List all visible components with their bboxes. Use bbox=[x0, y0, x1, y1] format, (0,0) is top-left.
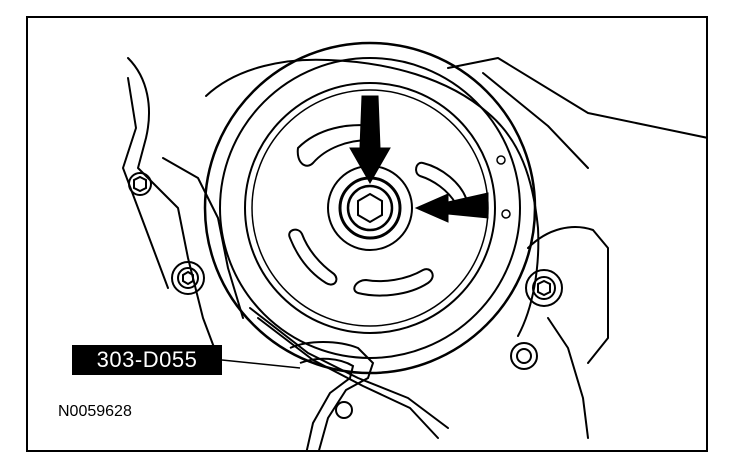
bolt-left-middle bbox=[171, 261, 205, 295]
tool-callout-label: 303-D055 bbox=[72, 345, 222, 375]
illustration-frame: 303-D055 N0059628 bbox=[26, 16, 708, 452]
bolt-left-upper bbox=[128, 172, 152, 196]
engine-cover-outline-upper bbox=[447, 57, 706, 139]
pulley-slot-left bbox=[288, 228, 338, 286]
drive-belt bbox=[249, 307, 449, 429]
pulley-illustration bbox=[122, 41, 706, 450]
right-housing-outline bbox=[527, 226, 609, 364]
pulley-groove bbox=[219, 57, 521, 359]
timing-mark-2 bbox=[501, 209, 511, 219]
holding-tool bbox=[289, 341, 375, 450]
figure-number: N0059628 bbox=[58, 403, 132, 420]
pulley-inner-ring bbox=[244, 82, 496, 334]
left-bracket-outline bbox=[127, 57, 219, 359]
arrow-horizontal bbox=[414, 192, 489, 223]
crankshaft-bolt bbox=[357, 192, 383, 224]
hub-bolt-flange bbox=[346, 184, 394, 232]
bolt-right bbox=[525, 269, 563, 307]
left-bracket-inner bbox=[162, 157, 244, 319]
right-housing-edge bbox=[547, 317, 589, 439]
callout-leader-line bbox=[221, 359, 301, 369]
timing-mark bbox=[496, 155, 506, 165]
bolt-tool bbox=[335, 401, 353, 419]
bolt-lower-right bbox=[510, 342, 538, 370]
arrow-vertical bbox=[349, 95, 391, 185]
engine-cover-edge bbox=[482, 72, 589, 169]
pulley-slot-lower bbox=[353, 268, 434, 297]
